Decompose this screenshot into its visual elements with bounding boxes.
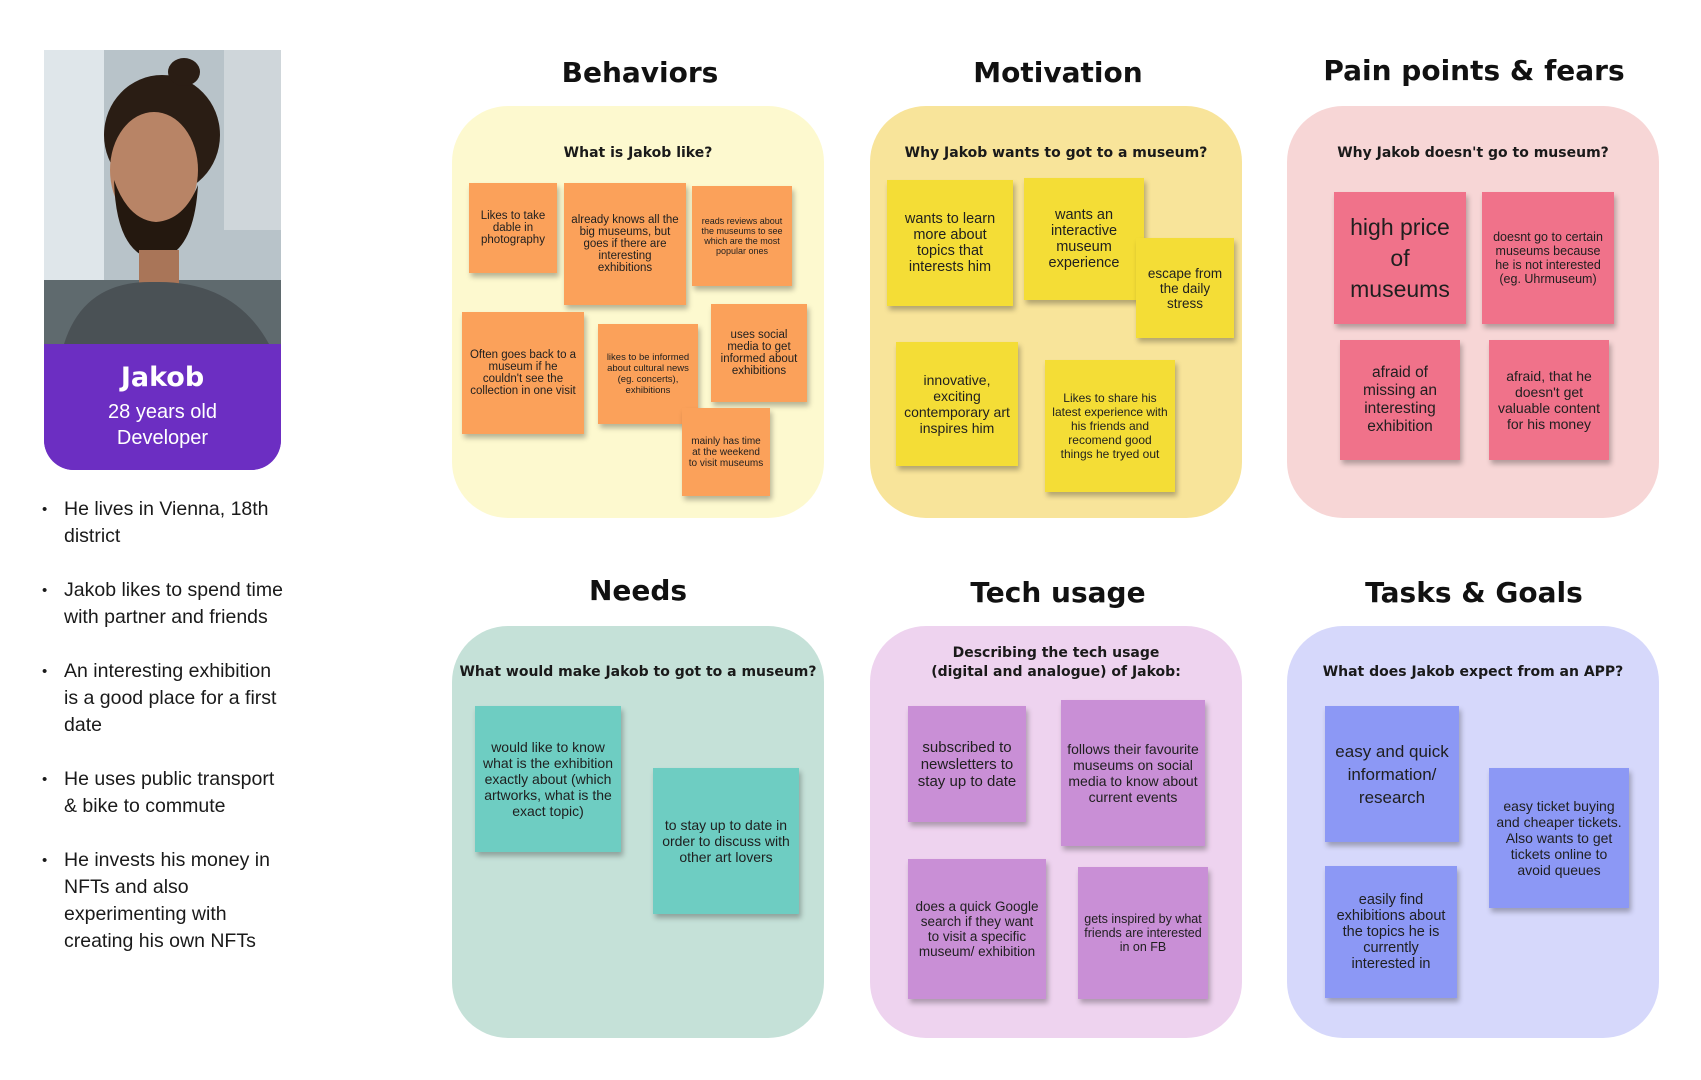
- persona-age: 28 years old: [108, 401, 217, 423]
- sticky-note: wants an interactive museum experience: [1024, 178, 1144, 300]
- sticky-note: innovative, exciting contemporary art in…: [896, 342, 1018, 466]
- behaviors-title: Behaviors: [561, 56, 719, 89]
- tasks-goals-title: Tasks & Goals: [1365, 576, 1583, 609]
- sticky-note: mainly has time at the weekend to visit …: [682, 408, 770, 496]
- sticky-note: follows their favourite museums on socia…: [1061, 700, 1205, 846]
- fact-item: He lives in Vienna, 18th district: [40, 496, 290, 550]
- sticky-note: escape from the daily stress: [1136, 238, 1234, 338]
- motivation-board: Why Jakob wants to got to a museum? want…: [870, 106, 1242, 518]
- persona-facts: He lives in Vienna, 18th district Jakob …: [40, 496, 290, 982]
- persona-photo: [44, 50, 281, 344]
- sticky-note: easy ticket buying and cheaper tickets. …: [1489, 768, 1629, 908]
- sticky-note: subscribed to newsletters to stay up to …: [908, 706, 1026, 822]
- pain-points-question: Why Jakob doesn't go to museum?: [1337, 145, 1609, 161]
- sticky-note: Likes to take dable in photography: [469, 183, 557, 273]
- sticky-note: likes to be informed about cultural news…: [598, 324, 698, 424]
- persona-name: Jakob: [120, 362, 205, 393]
- needs-title: Needs: [588, 574, 688, 607]
- sticky-note: already knows all the big museums, but g…: [564, 183, 686, 305]
- fact-item: He uses public transport & bike to commu…: [40, 766, 290, 820]
- sticky-note: to stay up to date in order to discuss w…: [653, 768, 799, 914]
- sticky-note: reads reviews about the museums to see w…: [692, 186, 792, 286]
- fact-item: Jakob likes to spend time with partner a…: [40, 577, 290, 631]
- pain-points-board: Why Jakob doesn't go to museum? high pri…: [1287, 106, 1659, 518]
- sticky-note: doesnt go to certain museums because he …: [1482, 192, 1614, 324]
- tasks-goals-question: What does Jakob expect from an APP?: [1322, 664, 1624, 680]
- sticky-note: Often goes back to a museum if he couldn…: [462, 312, 584, 434]
- behaviors-question: What is Jakob like?: [563, 145, 713, 161]
- needs-board: What would make Jakob to got to a museum…: [452, 626, 824, 1038]
- motivation-title: Motivation: [973, 56, 1143, 89]
- sticky-note: would like to know what is the exhibitio…: [475, 706, 621, 852]
- persona-info: Jakob 28 years old Developer: [44, 344, 281, 470]
- sticky-note: uses social media to get informed about …: [711, 304, 807, 402]
- behaviors-board: What is Jakob like? Likes to take dable …: [452, 106, 824, 518]
- persona-role: Developer: [116, 427, 209, 449]
- sticky-note: Likes to share his latest experience wit…: [1045, 360, 1175, 492]
- sticky-note: easily find exhibitions about the topics…: [1325, 866, 1457, 998]
- pain-points-title: Pain points & fears: [1323, 54, 1625, 87]
- fact-item: An interesting exhibition is a good plac…: [40, 658, 290, 739]
- sticky-note: afraid of missing an interesting exhibit…: [1340, 340, 1460, 460]
- tasks-goals-board: What does Jakob expect from an APP? easy…: [1287, 626, 1659, 1038]
- sticky-note: easy and quick information/ research: [1325, 706, 1459, 842]
- sticky-note: high price of museums: [1334, 192, 1466, 324]
- needs-question: What would make Jakob to got to a museum…: [459, 664, 817, 680]
- tech-usage-board: Describing the tech usage (digital and a…: [870, 626, 1242, 1038]
- fact-item: He invests his money in NFTs and also ex…: [40, 847, 290, 955]
- tech-usage-title: Tech usage: [970, 576, 1146, 609]
- sticky-note: gets inspired by what friends are intere…: [1078, 867, 1208, 999]
- persona-card: Jakob 28 years old Developer: [44, 50, 281, 470]
- tech-usage-question: Describing the tech usage (digital and a…: [931, 645, 1181, 680]
- sticky-note: afraid, that he doesn't get valuable con…: [1489, 340, 1609, 460]
- sticky-note: does a quick Google search if they want …: [908, 859, 1046, 999]
- motivation-question: Why Jakob wants to got to a museum?: [904, 145, 1208, 161]
- sticky-note: wants to learn more about topics that in…: [887, 180, 1013, 306]
